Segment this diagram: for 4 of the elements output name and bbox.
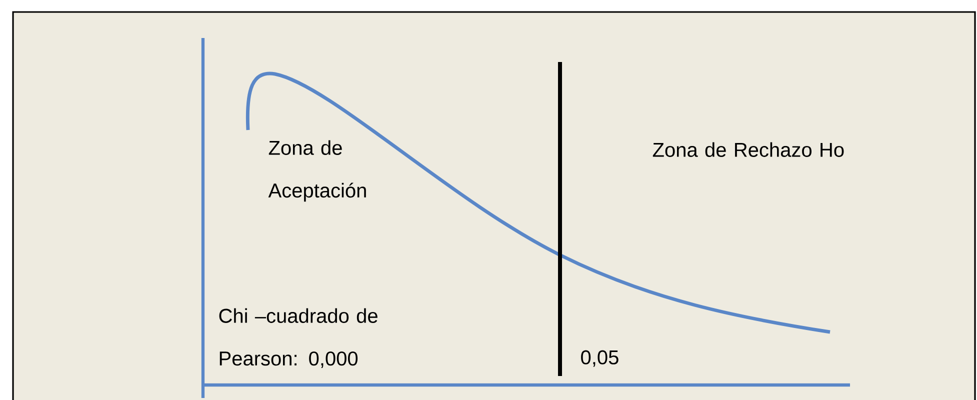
statistic-label: Chi –cuadrado de Pearson: 0,000 xyxy=(219,308,378,368)
zone-label: Zona de Rechazo Ho xyxy=(652,142,844,157)
zone-label: Zona de Aceptación xyxy=(268,140,366,202)
critical-value-label: 0,05 xyxy=(581,350,618,367)
